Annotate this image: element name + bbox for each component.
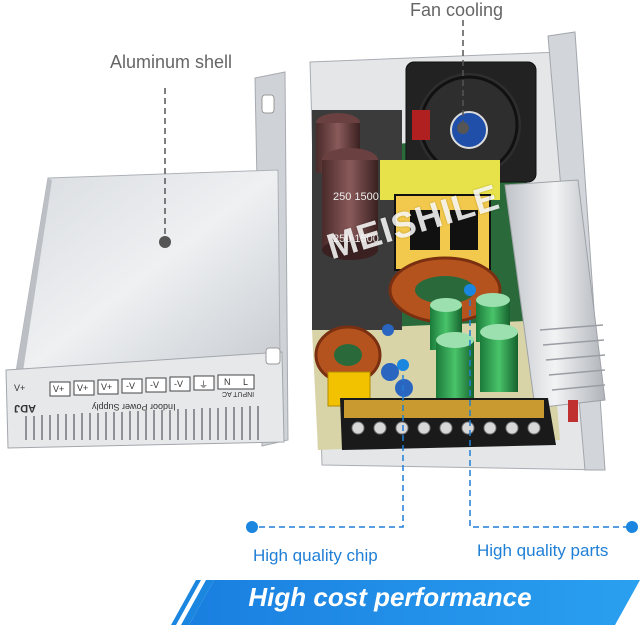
high-quality-parts-label: High quality parts (477, 541, 609, 560)
parts-end-dot (626, 521, 638, 533)
chip-dot (397, 359, 409, 371)
banner-shape (171, 580, 640, 625)
terminal-label: V+ (77, 383, 89, 393)
terminal-block (340, 398, 556, 450)
banner-title: High cost performance (248, 582, 532, 612)
capacitor-label-2: 250 1500 (333, 233, 379, 245)
terminal-label: -V (150, 380, 159, 390)
terminal-label: -V (174, 379, 183, 389)
panel-adj-text: ADJ (14, 402, 37, 414)
parts-dot (464, 284, 476, 296)
panel-input-text: INPUT AC (222, 390, 255, 397)
parts-leader (469, 290, 632, 528)
panel-vplus-text: V+ (14, 383, 26, 393)
leader-lines (159, 20, 638, 533)
terminal-label: -V (126, 381, 135, 391)
green-capacitors (430, 293, 518, 398)
shell-dot (159, 236, 171, 248)
terminal-label: V+ (101, 382, 113, 392)
aluminum-shell (5, 71, 289, 449)
transformer (380, 160, 500, 271)
toroid-coils (314, 256, 502, 385)
fan-cooling-label: Fan cooling (410, 0, 504, 20)
chip-end-dot (246, 521, 258, 533)
high-quality-chip-label: High quality chip (253, 546, 378, 565)
terminal-label: N (224, 377, 231, 387)
chip-leader (252, 365, 404, 528)
cooling-fan (405, 61, 537, 183)
large-capacitors: 250 1500 250 1500 (316, 113, 379, 260)
heatsink (504, 179, 606, 409)
capacitor-label: 250 1500 (333, 191, 379, 203)
terminal-label: L (243, 377, 249, 387)
ground-icon: ⏚ (199, 380, 209, 390)
aluminum-shell-label: Aluminum shell (110, 52, 233, 72)
fan-dot (457, 122, 469, 134)
terminal-label: V+ (53, 384, 65, 394)
panel-brand-text: Indoor Power Supply (92, 402, 176, 412)
